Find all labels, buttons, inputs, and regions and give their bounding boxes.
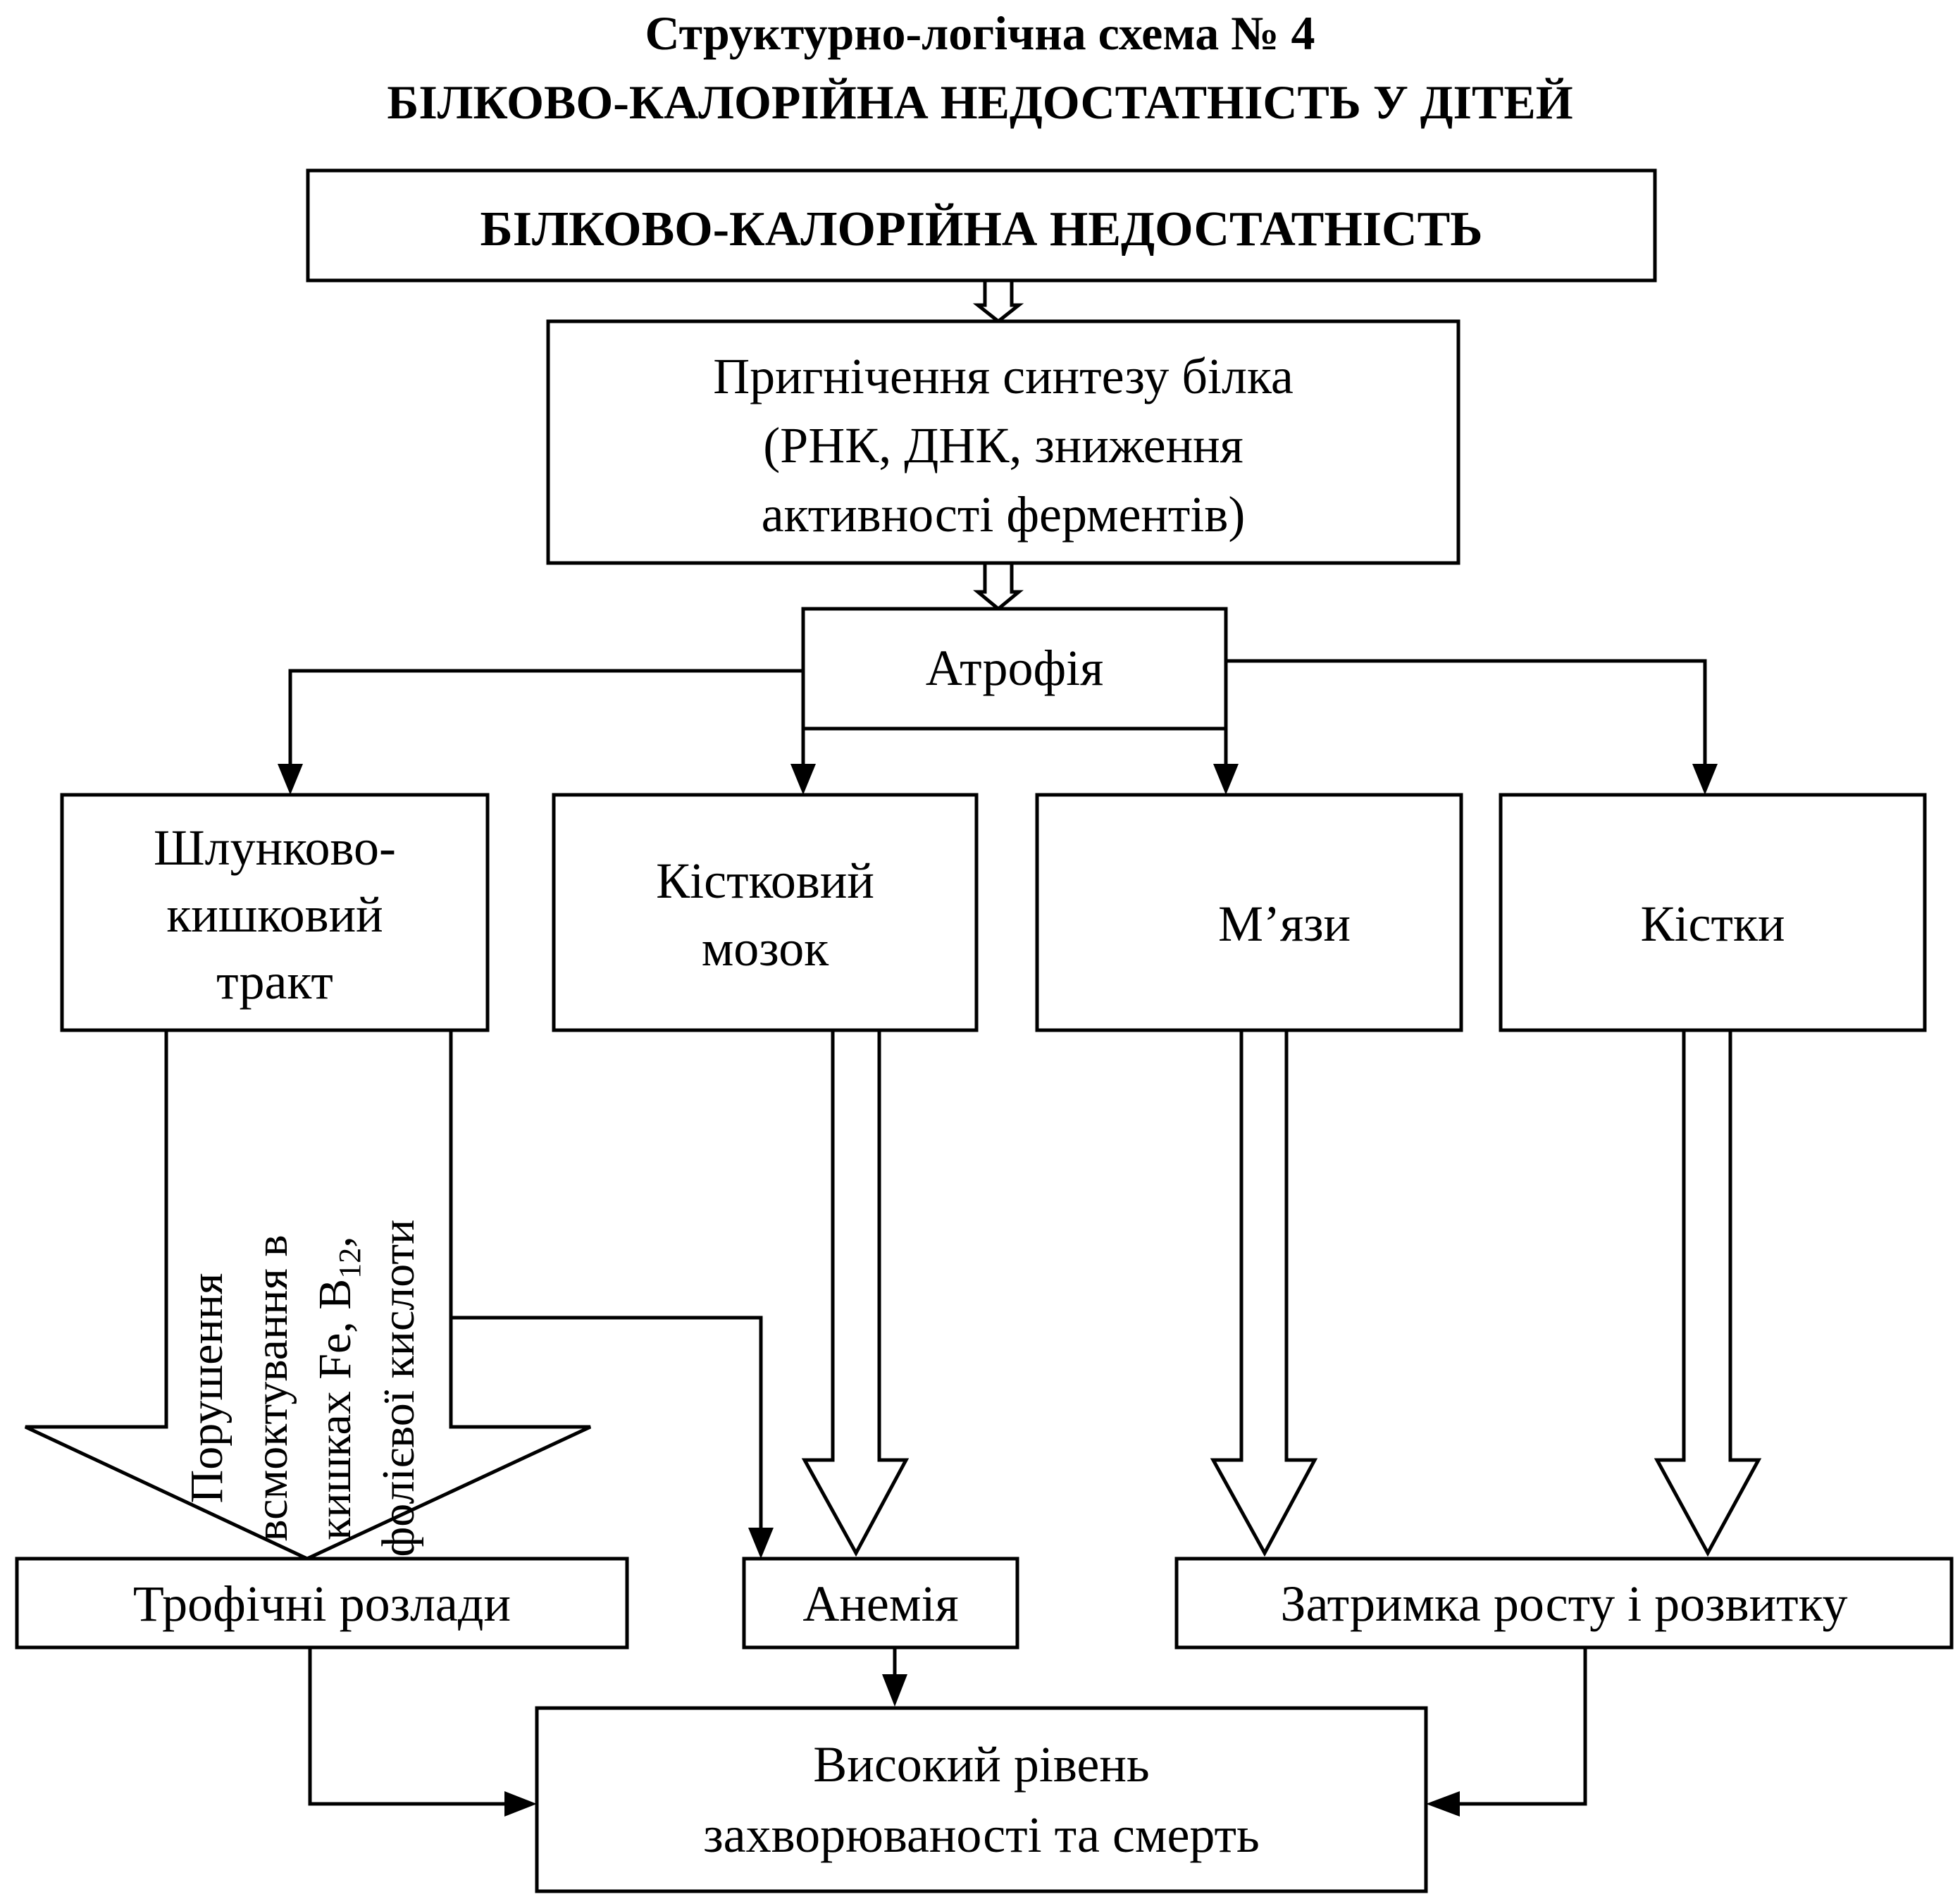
arrow-gi-label-line4: фолієвої кислоти bbox=[373, 1220, 424, 1557]
arrow-gi-label-line2: всмоктування в bbox=[246, 1235, 297, 1541]
node-outcome-line1: Високий рівень bbox=[813, 1736, 1149, 1793]
arrow-bones-to-growth bbox=[1654, 1028, 1762, 1557]
node-trophic: Трофічні розлади bbox=[15, 1557, 629, 1650]
connector-gi-to-anemia bbox=[451, 1316, 774, 1559]
node-protein-synthesis-line2: (РНК, ДНК, зниження bbox=[763, 417, 1243, 474]
connector-anemia-to-outcome bbox=[882, 1647, 907, 1707]
node-outcome: Високий рівень захворюваності та смерть bbox=[535, 1706, 1428, 1893]
node-trophic-label: Трофічні розлади bbox=[133, 1576, 511, 1632]
node-protein-synthesis-line1: Пригнічення синтезу білка bbox=[713, 348, 1294, 404]
node-gi-tract-line2: кишковий bbox=[166, 886, 383, 943]
node-atrophy: Атрофія bbox=[801, 607, 1228, 731]
node-bone-marrow-line1: Кістковий bbox=[656, 853, 874, 909]
arrow-synthesis-to-atrophy bbox=[973, 561, 1024, 612]
arrow-gi-label-line3: кишках Fe, B12, bbox=[309, 1236, 367, 1540]
node-outcome-line2: захворюваності та смерть bbox=[703, 1807, 1260, 1863]
page-title-line1: Структурно-логічна схема № 4 bbox=[645, 6, 1315, 60]
node-main-label: БІЛКОВО-КАЛОРІЙНА НЕДОСТАТНІСТЬ bbox=[480, 202, 1482, 256]
node-bones-label: Кістки bbox=[1641, 896, 1785, 952]
node-bones: Кістки bbox=[1499, 793, 1927, 1032]
connector-growth-to-outcome bbox=[1426, 1647, 1587, 1817]
node-gi-tract: Шлунково- кишковий тракт bbox=[60, 793, 490, 1032]
connector-atrophy-to-gi bbox=[278, 669, 803, 795]
node-anemia-label: Анемія bbox=[802, 1576, 958, 1632]
node-gi-tract-line3: тракт bbox=[216, 953, 333, 1010]
arrow-gi-label-line1: Порушення bbox=[181, 1273, 232, 1504]
arrow-gi-to-trophic: Порушення всмоктування в кишках Fe, B12,… bbox=[24, 1028, 592, 1561]
node-protein-synthesis-line3: активності ферментів) bbox=[762, 486, 1246, 543]
node-muscles-label: М’язи bbox=[1218, 896, 1351, 952]
node-atrophy-label: Атрофія bbox=[926, 640, 1104, 696]
node-main: БІЛКОВО-КАЛОРІЙНА НЕДОСТАТНІСТЬ bbox=[306, 168, 1657, 283]
node-bone-marrow-line2: мозок bbox=[702, 920, 830, 977]
node-gi-tract-line1: Шлунково- bbox=[154, 819, 396, 876]
arrow-muscles-to-growth bbox=[1210, 1028, 1318, 1557]
node-muscles: М’язи bbox=[1035, 793, 1463, 1032]
connector-trophic-to-outcome bbox=[308, 1647, 537, 1817]
arrow-bone-marrow-to-anemia bbox=[801, 1028, 910, 1557]
connector-atrophy-to-muscles bbox=[1213, 729, 1239, 795]
arrow-gi-label: Порушення всмоктування в кишках Fe, B12,… bbox=[181, 1220, 424, 1557]
node-growth-delay: Затримка росту і розвитку bbox=[1174, 1557, 1954, 1650]
node-protein-synthesis: Пригнічення синтезу білка (РНК, ДНК, зни… bbox=[546, 319, 1460, 565]
page-title-line2: БІЛКОВО-КАЛОРІЙНА НЕДОСТАТНІСТЬ У ДІТЕЙ bbox=[387, 75, 1573, 129]
connector-atrophy-to-bone-marrow bbox=[790, 729, 816, 795]
connector-atrophy-to-bones bbox=[1226, 659, 1718, 795]
node-bone-marrow: Кістковий мозок bbox=[552, 793, 979, 1032]
arrow-main-to-synthesis bbox=[972, 278, 1024, 324]
node-anemia: Анемія bbox=[742, 1557, 1019, 1650]
node-growth-delay-label: Затримка росту і розвитку bbox=[1280, 1576, 1847, 1632]
